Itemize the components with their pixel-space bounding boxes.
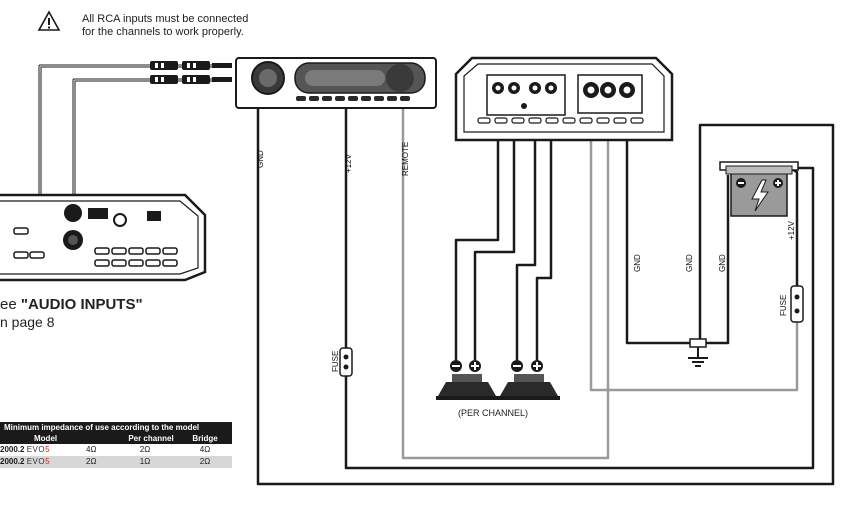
fuse-head-unit <box>339 347 353 377</box>
label-fuse-battery: FUSE <box>779 294 788 316</box>
label-gnd-amp: GND <box>633 254 642 272</box>
table-row: 2000.2 EVO5 2Ω 1Ω 2Ω <box>0 456 232 468</box>
col-bridge: Bridge <box>192 434 218 443</box>
impedance-table: Minimum impedance of use according to th… <box>0 422 232 468</box>
fuse-battery <box>790 285 804 323</box>
label-12v-head-unit: +12V <box>344 154 353 173</box>
warning-text-line1: All RCA inputs must be connected <box>82 13 249 25</box>
impedance-table-title: Minimum impedance of use according to th… <box>0 422 232 433</box>
label-gnd-head-unit: GND <box>256 150 265 168</box>
warning-text-line2: for the channels to work properly. <box>82 26 244 38</box>
speaker-caption: (PER CHANNEL) <box>458 408 529 418</box>
wires <box>38 64 835 486</box>
battery <box>719 161 799 217</box>
ground-symbol <box>688 338 708 367</box>
label-12v-battery: +12V <box>787 221 796 240</box>
speaker-left <box>436 360 498 400</box>
row-bridge: 2Ω <box>199 457 211 466</box>
table-row: 2000.2 EVO5 4Ω 2Ω 4Ω <box>0 444 232 456</box>
row-model: 2000.2 EVO5 <box>0 457 51 466</box>
audio-inputs-title: "AUDIO INPUTS" <box>20 296 143 313</box>
power-amplifier <box>454 56 674 142</box>
warning-icon <box>37 10 61 31</box>
row-bridge: 4Ω <box>199 445 211 454</box>
row-model-ohm: 2Ω <box>86 457 97 466</box>
row-model-ohm: 4Ω <box>86 445 97 454</box>
audio-inputs-reference: ee "AUDIO INPUTS" <box>0 296 143 313</box>
col-model: Model <box>34 434 58 443</box>
col-per-channel: Per channel <box>128 434 174 443</box>
row-per-channel: 1Ω <box>139 457 151 466</box>
speaker-right <box>498 360 560 400</box>
row-model: 2000.2 EVO5 <box>0 445 51 454</box>
row-per-channel: 2Ω <box>139 445 151 454</box>
head-unit <box>150 57 437 109</box>
label-gnd-battery-2: GND <box>718 254 727 272</box>
label-gnd-battery-1: GND <box>685 254 694 272</box>
audio-inputs-page: n page 8 <box>0 314 55 330</box>
audio-inputs-prefix: ee <box>0 296 21 313</box>
label-remote: REMOTE <box>401 141 410 176</box>
input-amplifier <box>0 193 207 282</box>
impedance-table-header: Model Per channel Bridge <box>0 433 232 444</box>
label-fuse-head-unit: FUSE <box>331 350 340 372</box>
